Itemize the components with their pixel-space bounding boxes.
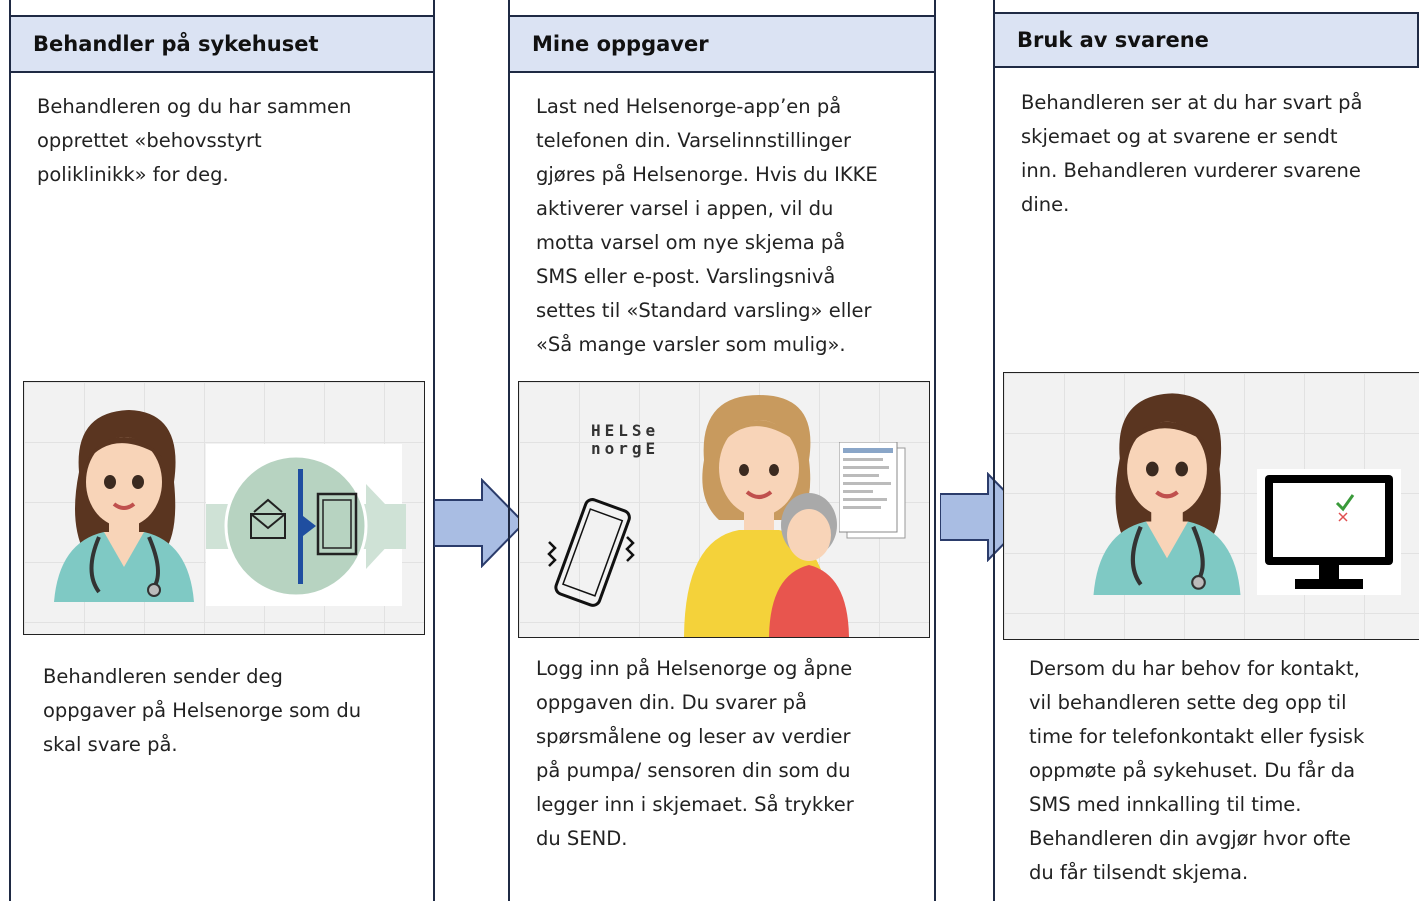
column-title: Bruk av svarene: [1017, 28, 1209, 52]
computer-monitor-icon: [1265, 475, 1393, 589]
column-title: Behandler på sykehuset: [33, 32, 319, 56]
checkmark-icon: [1335, 494, 1355, 522]
helsenorge-logo: HELSe norgE: [591, 421, 660, 458]
column-top-text: Behandleren og du har sammen opprettet «…: [37, 95, 352, 186]
form-document-icon: [839, 442, 906, 539]
column-top-text: Behandleren ser at du har svart på skjem…: [1021, 91, 1363, 216]
arrow-right-icon: [434, 478, 526, 568]
family-illustration: [684, 395, 849, 637]
column-title: Mine oppgaver: [532, 32, 709, 56]
column-bottom-text: Logg inn på Helsenorge og åpne oppgaven …: [536, 657, 854, 850]
column-bruk-av-svarene: Bruk av svarene Behandleren ser at du ha…: [993, 0, 1419, 901]
tablet-icon: [316, 492, 358, 556]
send-graphic: [206, 454, 406, 598]
doctor-sending-image: [23, 381, 425, 635]
column-header: Bruk av svarene: [993, 12, 1419, 68]
doctor-illustration: [54, 410, 194, 602]
doctor-review-image: [1003, 372, 1419, 640]
column-mine-oppgaver: Mine oppgaver Last ned Helsenorge-app’en…: [508, 0, 936, 901]
column-top-text: Last ned Helsenorge-app’en på telefonen …: [536, 95, 878, 356]
column-behandler: Behandler på sykehuset Behandleren og du…: [9, 0, 435, 901]
column-header: Mine oppgaver: [508, 15, 936, 73]
column-bottom-text: Dersom du har behov for kontakt, vil beh…: [1029, 657, 1365, 884]
envelope-icon: [250, 498, 286, 539]
column-bottom-text: Behandleren sender deg oppgaver på Helse…: [43, 665, 362, 756]
phone-icon: [547, 498, 635, 607]
helsenorge-app-image: HELSe norgE: [518, 381, 930, 638]
doctor-illustration: [1093, 393, 1241, 595]
column-header: Behandler på sykehuset: [9, 15, 435, 73]
